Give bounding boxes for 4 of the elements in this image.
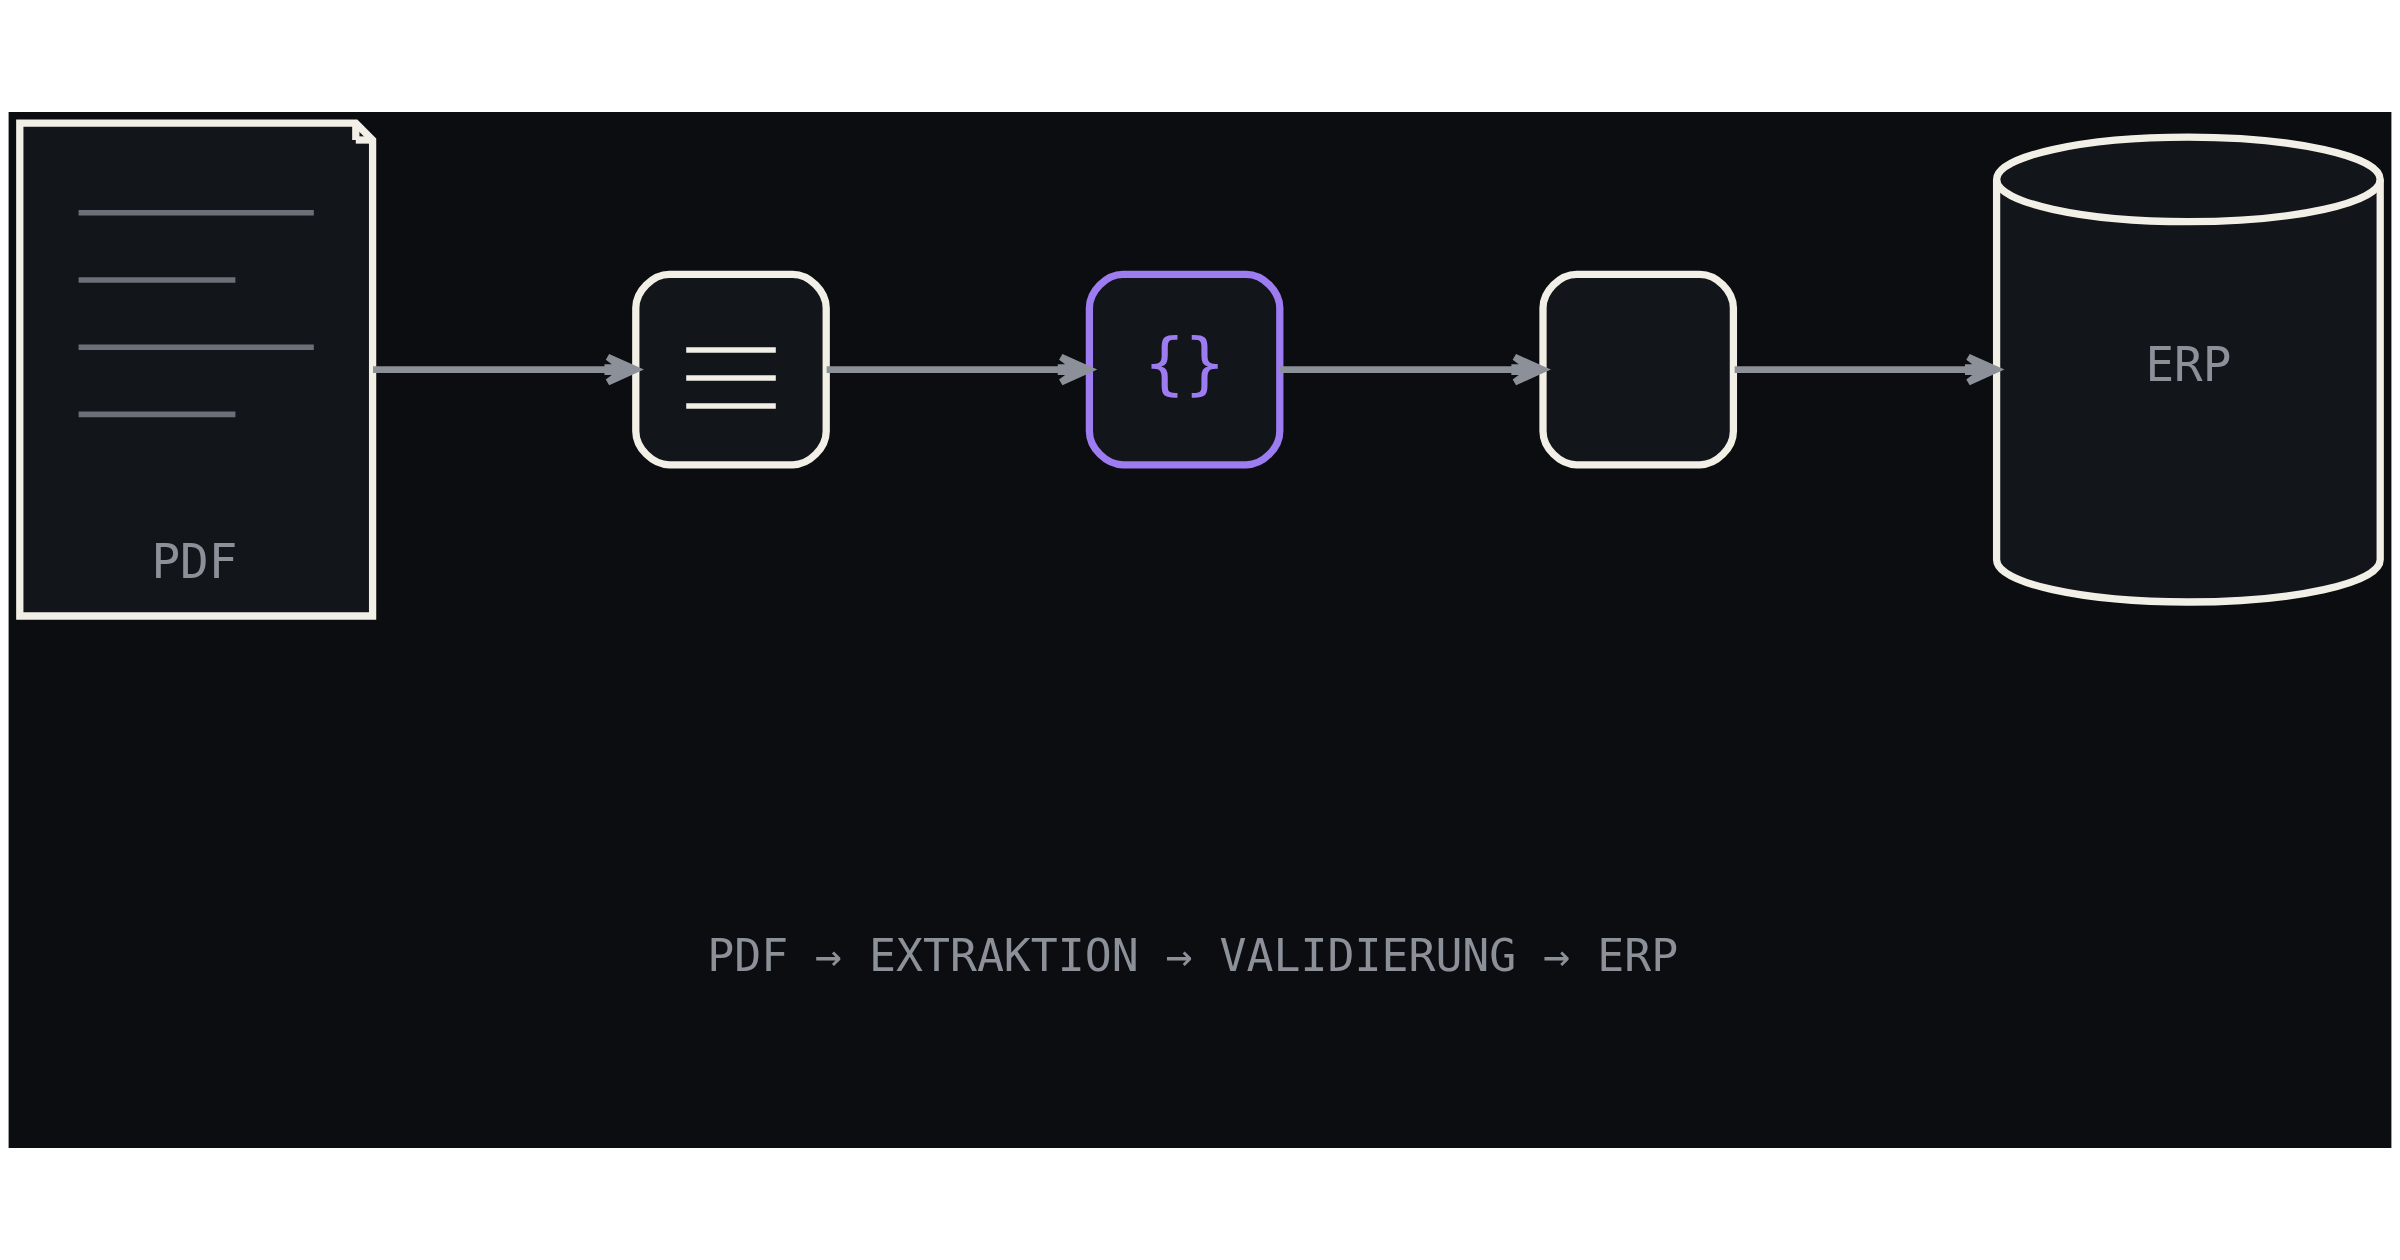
caption: PDF → EXTRAKTION → VALIDIERUNG → ERP: [707, 929, 1679, 983]
node-box: [1539, 270, 1738, 469]
node-box: {}: [1085, 270, 1284, 469]
node-box: [632, 270, 830, 469]
